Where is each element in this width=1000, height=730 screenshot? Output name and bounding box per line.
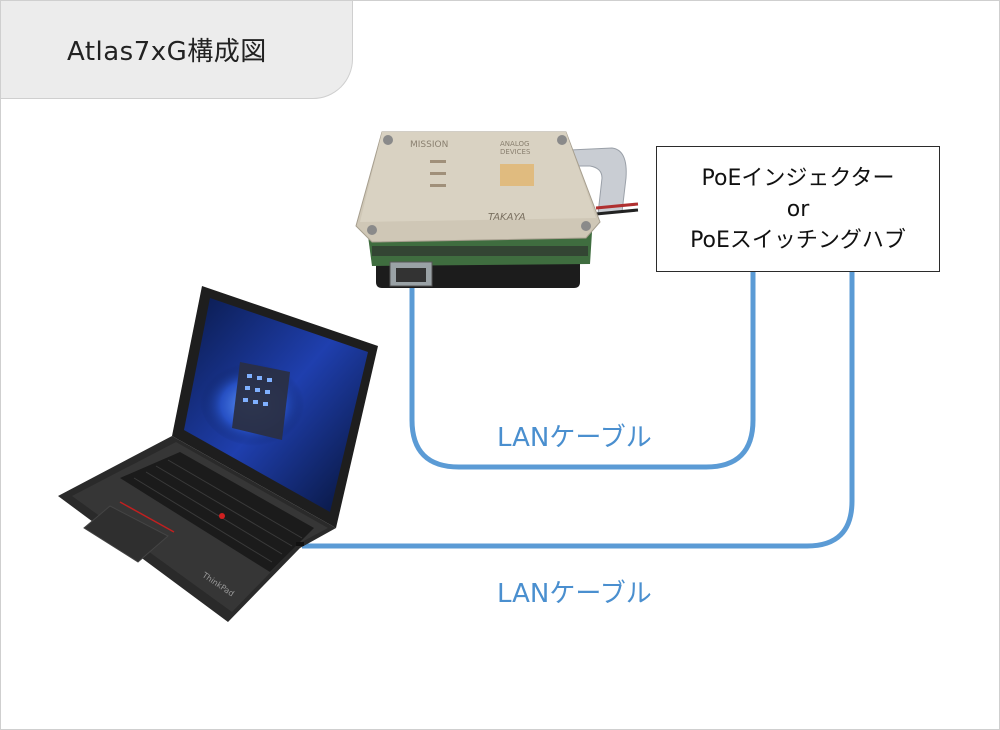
cable-label-1: LANケーブル: [497, 423, 652, 453]
device-brand-left: MISSION: [410, 140, 449, 150]
lan-cable-1: [409, 272, 756, 470]
title-tab: Atlas7xG構成図: [1, 1, 353, 99]
lan-cable-2: [302, 272, 855, 549]
poe-line-3: PoEスイッチングハブ: [690, 227, 906, 253]
page-title: Atlas7xG構成図: [67, 37, 267, 67]
poe-injector-box: PoEインジェクター or PoEスイッチングハブ: [656, 146, 940, 272]
poe-line-2: or: [786, 196, 810, 222]
device-brand-bottom: TAKAYA: [488, 212, 526, 223]
poe-line-1: PoEインジェクター: [701, 165, 895, 191]
device-brand-right: ANALOG DEVICES: [500, 140, 531, 156]
cable-label-2: LANケーブル: [497, 579, 652, 609]
